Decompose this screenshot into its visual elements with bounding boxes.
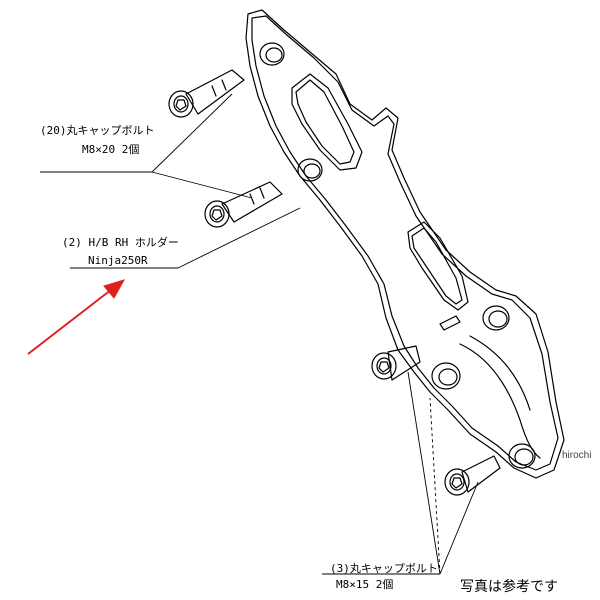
upper-slot [291, 73, 363, 171]
hole-right [482, 305, 510, 331]
bracket-plate-edge [251, 15, 559, 471]
lower-arm-curve-2 [469, 335, 531, 411]
bolt-lower-1 [371, 345, 421, 381]
hole-bottom [508, 443, 536, 469]
lower-arm-curve [459, 343, 541, 459]
hole-right-inner [488, 310, 508, 328]
hole-top [259, 42, 285, 66]
leader-holder [177, 207, 301, 269]
hole-top-inner [265, 47, 283, 63]
bolt-upper-1 [168, 69, 245, 118]
watermark-text: hirochi [562, 450, 592, 461]
callout-bolt3-spec: M8×15 2個 [336, 578, 394, 591]
leader-bolt3-dashed [429, 397, 441, 575]
locating-pin [439, 315, 461, 331]
hole-lower-left [431, 362, 461, 390]
bolt-lower-2 [444, 455, 501, 496]
lower-slot [407, 221, 469, 311]
leader-bolt3-b [439, 481, 479, 575]
callout-holder-name: (2) H/B RH ホルダー [62, 236, 179, 249]
callout-holder-model: Ninja250R [88, 254, 148, 267]
leader-bolt20-a [151, 93, 233, 173]
leader-bolt20-b [151, 171, 253, 199]
upper-slot-inner [295, 79, 355, 165]
hole-bottom-inner [514, 448, 534, 466]
hole-mid-inner [303, 163, 321, 179]
callout-bolt3-name: (3)丸キャップボルト [330, 562, 438, 575]
hole-mid [297, 158, 323, 182]
callout-bolt20-spec: M8×20 2個 [82, 143, 140, 156]
lower-slot-inner [411, 227, 463, 305]
reference-note: 写真は参考です [460, 579, 558, 595]
callout-bolt20-name: (20)丸キャップボルト [40, 124, 155, 137]
leader-bolt3-a [407, 371, 441, 575]
red-arrow [27, 279, 126, 355]
bolt-upper-2 [204, 181, 283, 228]
hole-lower-left-inner [438, 368, 458, 386]
bracket-plate-outline [245, 9, 565, 479]
